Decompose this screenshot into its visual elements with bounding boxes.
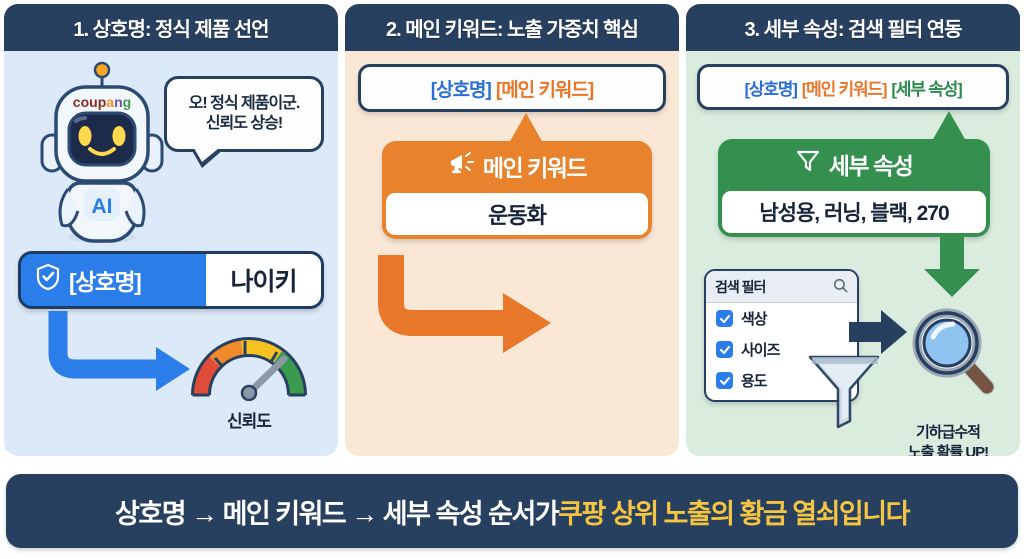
title-token-brand: [상호명] — [744, 79, 797, 99]
search-filter-title: 검색 필터 — [715, 278, 766, 295]
filter-option-purpose[interactable]: 용도 — [706, 365, 857, 396]
svg-text:coupang: coupang — [73, 94, 131, 110]
panel-1-body: coupang AI 오! 정식 제품이군. 신뢰도 상승! — [4, 51, 338, 456]
detail-attributes-card-value: 남성용, 러닝, 블랙, 270 — [722, 191, 986, 233]
funnel-glass-icon — [804, 351, 884, 436]
checkbox-checked-icon[interactable] — [716, 372, 733, 389]
filter-option-size[interactable]: 사이즈 — [706, 334, 857, 365]
brand-name-chip[interactable]: [상호명] 나이키 — [18, 251, 324, 309]
panel-detail-attributes: 3. 세부 속성: 검색 필터 연동 [상호명] [메인 키워드] [세부 속성… — [686, 4, 1020, 456]
attributes-down-arrow-icon — [922, 237, 982, 304]
title-token-attributes: [세부 속성] — [891, 79, 962, 99]
speech-line-2: 신뢰도 상승! — [205, 115, 283, 132]
speech-line-1: 오! 정식 제품이군. — [188, 95, 301, 112]
svg-text:AI: AI — [92, 195, 113, 218]
summary-banner: 상호명 → 메인 키워드 → 세부 속성 순서가 쿠팡 상위 노출의 황금 열쇠… — [6, 474, 1018, 548]
note-3-line-2: 노출 확률 UP! — [907, 443, 989, 457]
detail-attributes-card-head: 세부 속성 — [718, 139, 990, 189]
filter-option-color[interactable]: 색상 — [706, 303, 857, 334]
filter-option-label: 용도 — [741, 373, 768, 390]
summary-banner-highlight: 쿠팡 상위 노출의 황금 열쇠입니다 — [558, 498, 910, 529]
keyword-to-chart-arrow-icon — [369, 251, 559, 366]
shield-check-icon — [35, 263, 61, 297]
panel-3-header: 3. 세부 속성: 검색 필터 연동 — [686, 4, 1020, 51]
panel-3-body: [상호명] [메인 키워드] [세부 속성] 세부 속성 남성용, 러닝, 블랙… — [686, 51, 1020, 456]
trust-gauge: 신뢰도 — [189, 331, 309, 432]
search-filter-options: 색상 사이즈 용도 — [706, 303, 857, 396]
brand-chip-value: 나이키 — [206, 254, 321, 306]
main-keyword-card-value: 운동화 — [386, 193, 648, 235]
filter-to-search-arrow-icon — [849, 309, 909, 360]
attributes-up-arrow-icon — [932, 111, 966, 141]
funnel-icon — [796, 149, 820, 179]
title-token-keyword: [메인 키워드] — [801, 79, 888, 99]
gauge-icon — [191, 337, 307, 402]
mascot-speech-bubble: 오! 정식 제품이군. 신뢰도 상승! — [164, 76, 324, 168]
panel-brand-name: 1. 상호명: 정식 제품 선언 — [4, 4, 338, 456]
main-keyword-card-head: 메인 키워드 — [382, 141, 652, 191]
detail-attributes-card-label: 세부 속성 — [828, 153, 914, 179]
product-title-preview-3: [상호명] [메인 키워드] [세부 속성] — [697, 64, 1009, 110]
brand-chip-tag: [상호명] — [21, 254, 206, 306]
coupang-ai-robot-icon: coupang AI — [32, 61, 172, 246]
panel-1-header: 1. 상호명: 정식 제품 선언 — [4, 4, 338, 51]
product-title-preview-2: [상호명] [메인 키워드] — [358, 64, 666, 112]
gauge-label: 신뢰도 — [227, 412, 272, 431]
detail-attributes-card[interactable]: 세부 속성 남성용, 러닝, 블랙, 270 — [718, 139, 990, 237]
panel-2-header: 2. 메인 키워드: 노출 가중치 핵심 — [345, 4, 679, 51]
main-keyword-card[interactable]: 메인 키워드 운동화 — [382, 141, 652, 239]
search-filter-header: 검색 필터 — [706, 271, 857, 303]
checkbox-checked-icon[interactable] — [716, 341, 733, 358]
brand-chip-tag-label: [상호명] — [69, 269, 142, 295]
magnifier-icon — [911, 307, 997, 400]
megaphone-icon — [448, 151, 474, 181]
title-token-brand: [상호명] — [430, 79, 492, 101]
filter-option-label: 색상 — [741, 311, 768, 328]
title-token-keyword: [메인 키워드] — [495, 79, 594, 101]
panel-main-keyword: 2. 메인 키워드: 노출 가중치 핵심 [상호명] [메인 키워드] — [345, 4, 679, 456]
keyword-up-arrow-icon — [509, 113, 543, 143]
filter-option-label: 사이즈 — [741, 342, 780, 359]
checkbox-checked-icon[interactable] — [716, 310, 733, 327]
search-icon[interactable] — [833, 278, 848, 296]
note-3-line-1: 기하급수적 — [915, 424, 981, 441]
brand-to-gauge-arrow-icon — [38, 307, 198, 402]
summary-banner-plain: 상호명 → 메인 키워드 → 세부 속성 순서가 — [115, 498, 560, 529]
main-keyword-card-label: 메인 키워드 — [482, 155, 588, 181]
panel-2-body: [상호명] [메인 키워드] — [345, 51, 679, 456]
detail-attributes-note: 기하급수적 노출 확률 UP! — [878, 423, 1018, 456]
